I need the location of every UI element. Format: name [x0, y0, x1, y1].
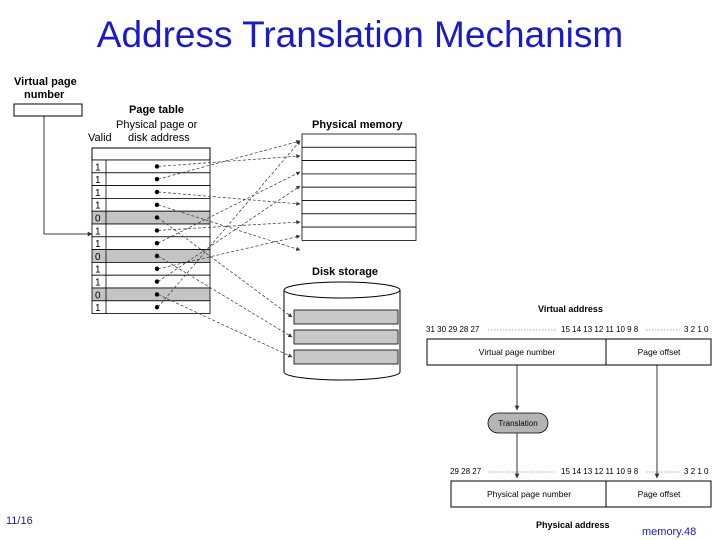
page-mapping-arrow: [157, 255, 293, 338]
va-bit-numbers-left: 31 30 29 28 27: [426, 325, 480, 334]
va-bit-numbers-right: 3 2 1 0: [684, 325, 709, 334]
page-table-entry: 1: [91, 159, 211, 173]
translation-label: Translation: [498, 419, 537, 428]
disk-block: [293, 309, 399, 325]
virtual-page-number-box: [13, 103, 83, 117]
pa-bit-numbers-left: 29 28 27: [450, 467, 482, 476]
page-table-mapping-arrows: [157, 139, 301, 358]
valid-bit: 1: [95, 226, 101, 237]
pa-bit-numbers-mid: 15 14 13 12 11 10 9 8: [561, 467, 639, 476]
page-mapping-arrow: [157, 191, 301, 206]
entry-pointer-dot: [154, 228, 160, 233]
page-table-entry: 1: [91, 261, 211, 276]
entry-pointer-dot: [154, 292, 160, 297]
physical-page-number-field: Physical page number: [487, 489, 571, 499]
page-mapping-arrow: [157, 220, 301, 231]
physical-address-title: Physical address: [536, 520, 610, 530]
valid-bit: 1: [95, 303, 101, 314]
disk-storage-label: Disk storage: [312, 266, 378, 278]
valid-bit: 0: [95, 252, 101, 263]
valid-bit: 1: [95, 278, 101, 289]
page-mapping-arrow: [157, 154, 301, 167]
physical-address-register: [450, 480, 712, 508]
va-page-offset-field: Page offset: [638, 347, 681, 357]
physical-page-frame: [301, 133, 417, 148]
physical-page-frame: [301, 200, 417, 215]
physical-page-frame: [301, 160, 417, 175]
page-table-entry: 0: [91, 249, 211, 263]
translation-box: [487, 412, 549, 434]
virtual-page-number-label: Virtual page: [14, 76, 77, 88]
page-table-entry: 0: [91, 287, 211, 301]
entry-pointer-dot: [154, 202, 160, 207]
valid-bit: 1: [95, 201, 101, 212]
virtual-page-number-field: Virtual page number: [479, 347, 556, 357]
valid-bit: 1: [95, 188, 101, 199]
physical-page-frame: [301, 213, 417, 228]
page-table-entry: 1: [91, 223, 211, 237]
entry-pointer-dot: [154, 177, 160, 182]
page-table-entry: 1: [91, 185, 211, 199]
page-mapping-arrow: [157, 234, 301, 270]
disk-storage-cylinder: [283, 281, 401, 381]
valid-bit: 1: [95, 239, 101, 250]
footer-date: 11/16: [6, 515, 33, 527]
physical-page-frame: [301, 146, 417, 162]
page-table-title: Page table: [129, 104, 184, 116]
page-table-column-header-2: disk address: [128, 132, 190, 144]
virtual-address-title: Virtual address: [538, 304, 603, 314]
entry-pointer-dot: [154, 305, 160, 310]
page-mapping-arrow: [157, 171, 301, 244]
pa-page-offset-field: Page offset: [638, 489, 681, 499]
slide-title: Address Translation Mechanism: [96, 14, 624, 55]
virtual-address-register: [426, 338, 712, 366]
pa-bit-numbers-right: 3 2 1 0: [684, 467, 709, 476]
page-mapping-arrow: [157, 217, 293, 318]
physical-page-frame: [301, 186, 417, 201]
page-table-entry: 1: [91, 274, 211, 289]
valid-bit: 1: [95, 265, 101, 276]
footer-slide-number: memory.48: [642, 526, 697, 538]
disk-block: [293, 349, 399, 365]
physical-memory-frames: [301, 133, 417, 241]
page-table-column-header: Physical page or: [116, 119, 198, 131]
entry-pointer-dot: [154, 189, 160, 195]
page-table-entry: 1: [91, 236, 211, 250]
page-table-entry: 1: [91, 172, 211, 186]
entry-pointer-dot: [154, 253, 160, 259]
valid-bit: 0: [95, 214, 101, 225]
va-bit-numbers-mid: 15 14 13 12 11 10 9 8: [561, 325, 639, 334]
page-table-entry: 1: [91, 197, 211, 212]
entry-pointer-dot: [154, 215, 160, 220]
page-mapping-arrow: [157, 185, 301, 282]
entry-pointer-dot: [154, 279, 160, 284]
valid-bit: 1: [95, 175, 101, 186]
physical-page-frame: [301, 173, 417, 188]
page-table-entry: 1: [91, 300, 211, 314]
entry-pointer-dot: [154, 241, 160, 246]
physical-memory-label: Physical memory: [312, 119, 403, 131]
virtual-page-number-label-2: number: [24, 89, 65, 101]
valid-column-header: Valid: [88, 132, 112, 144]
valid-bit: 0: [95, 290, 101, 301]
disk-block: [293, 329, 399, 345]
entry-pointer-dot: [154, 164, 160, 169]
page-mapping-arrow: [157, 140, 301, 308]
page-table-header-band: [91, 147, 211, 161]
page-table-entry: 0: [91, 210, 211, 225]
physical-page-frame: [301, 226, 417, 241]
page-mapping-arrow: [157, 294, 293, 358]
entry-pointer-dot: [154, 266, 160, 271]
valid-bit: 1: [95, 162, 101, 173]
page-mapping-arrow: [157, 139, 301, 180]
